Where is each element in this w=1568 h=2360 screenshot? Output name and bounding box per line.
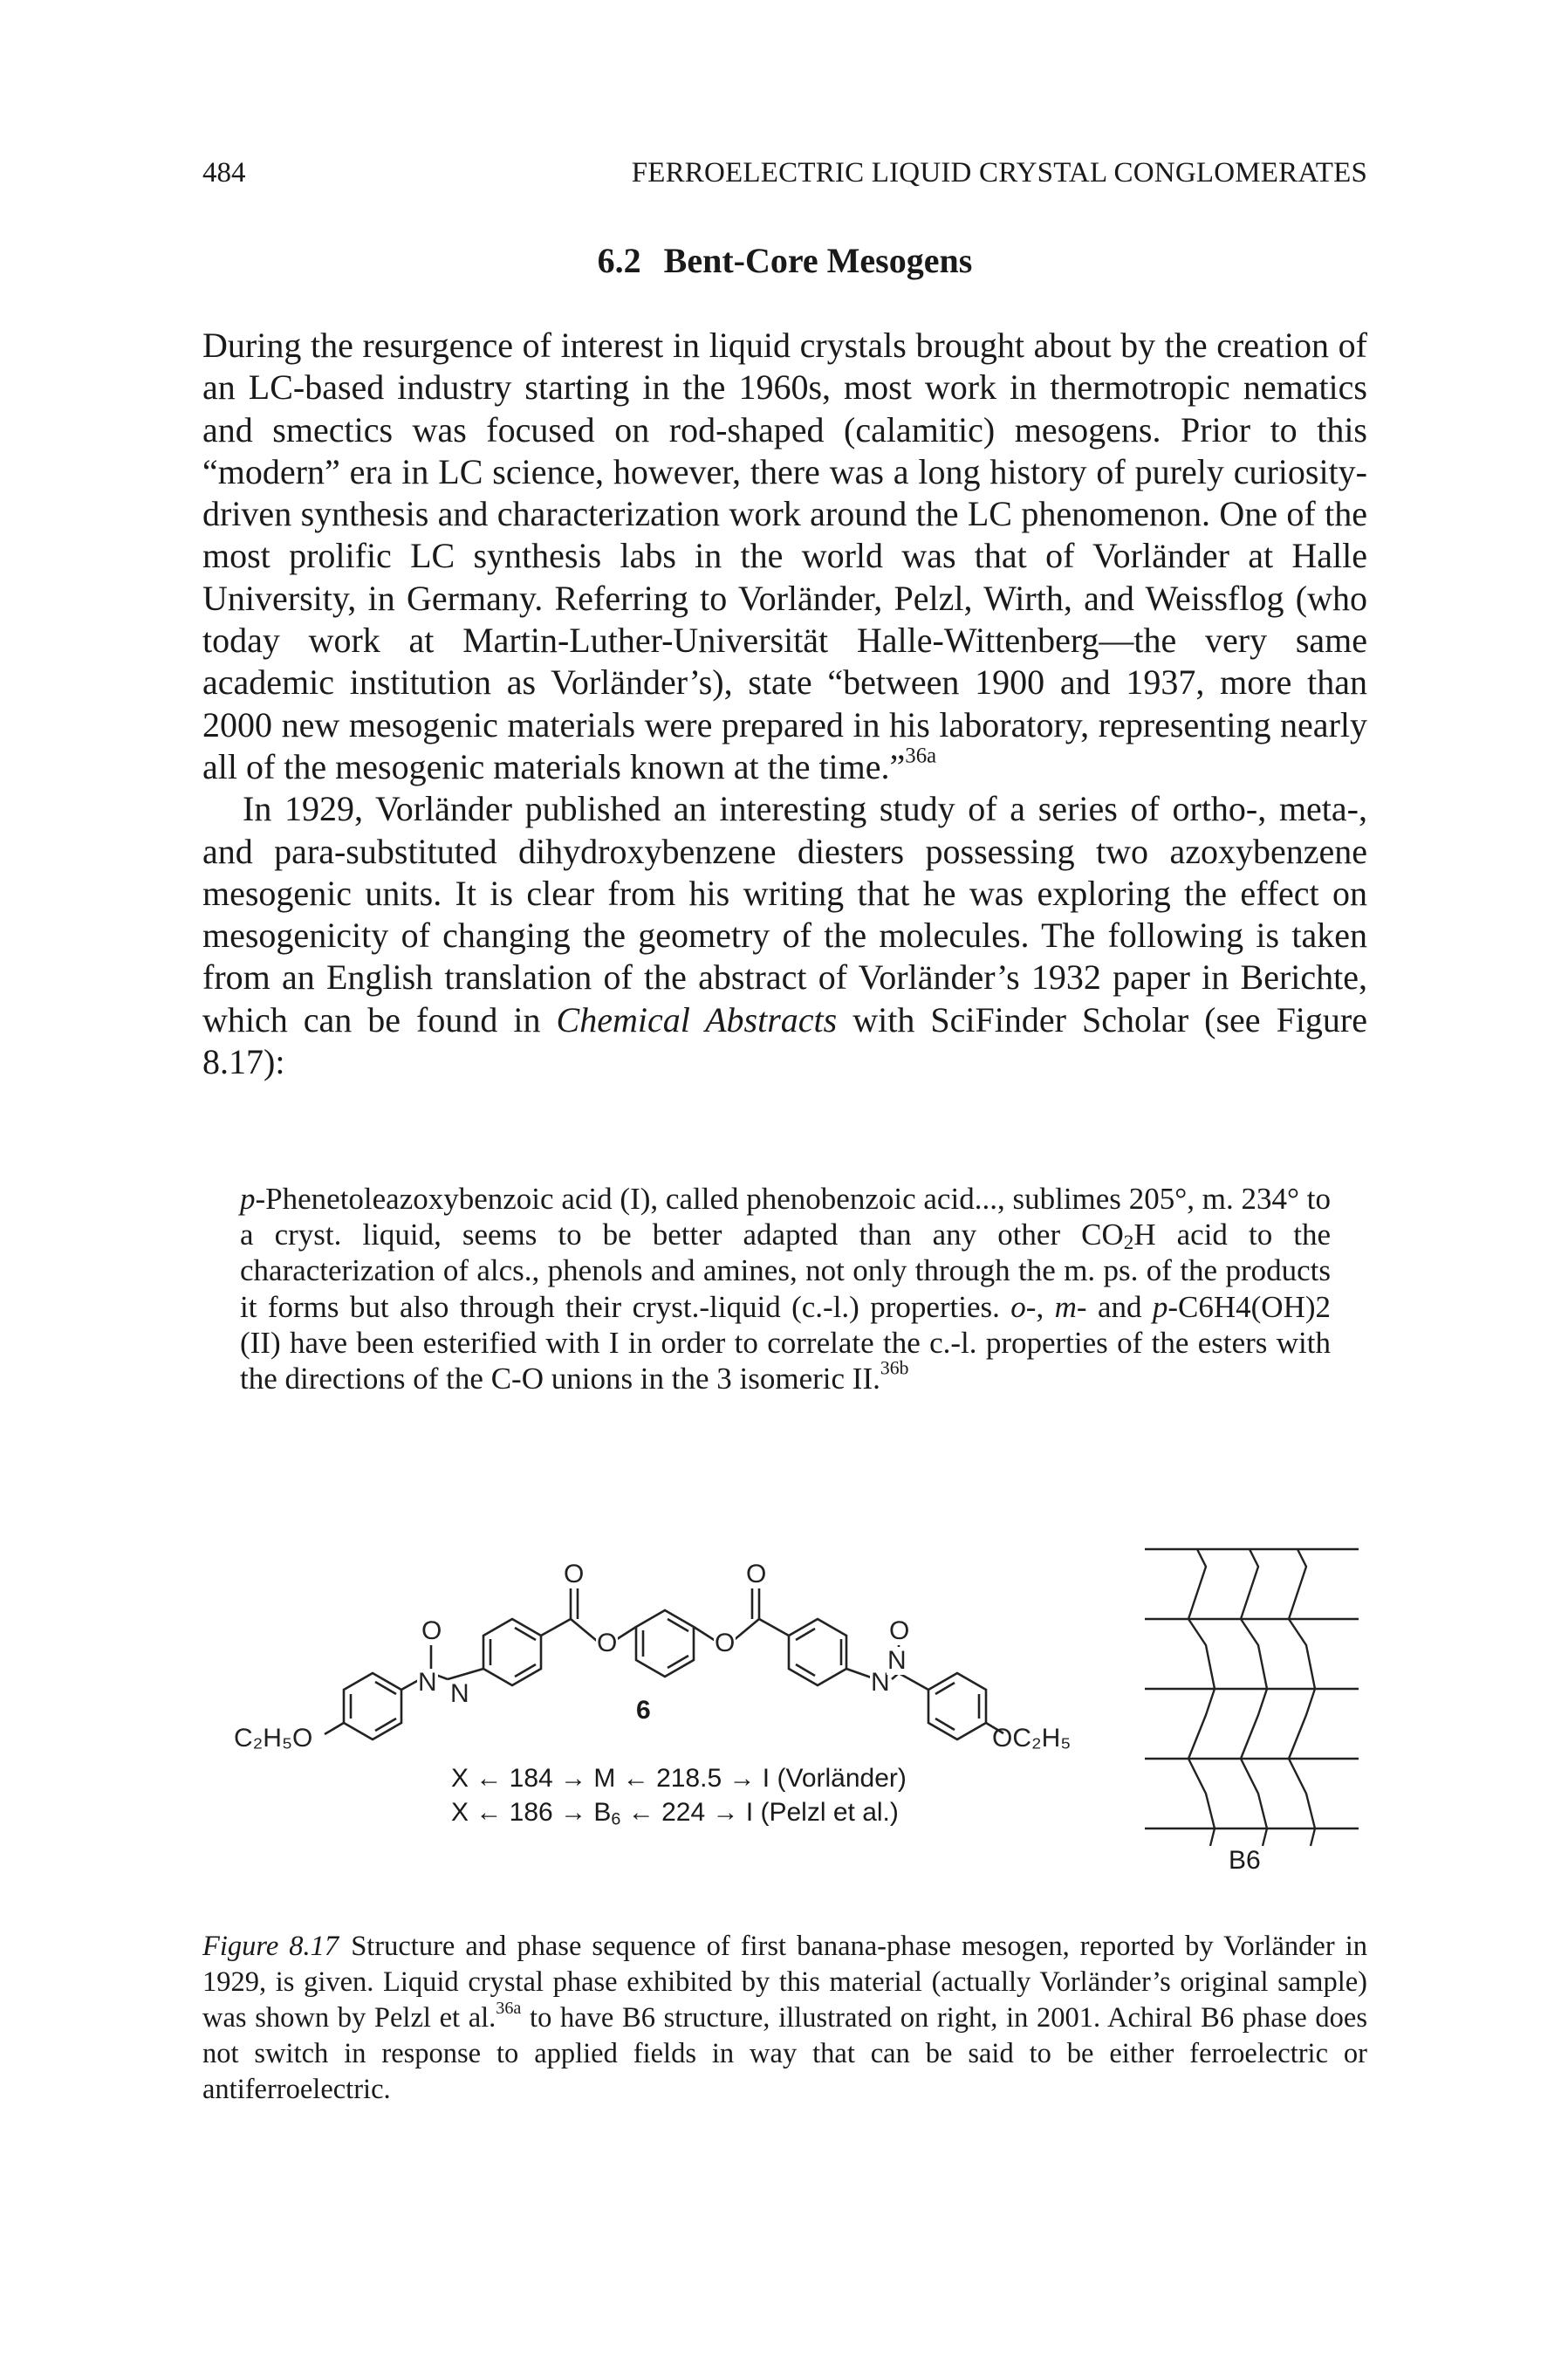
paragraph-2-text-a: In 1929, Vorländer published an interest… — [202, 789, 1367, 1039]
reference-superscript: 36a — [905, 744, 937, 768]
figure-8-17: O N N O O O O N N O C₂H₅O OC₂H₅ 6 X ← 18… — [202, 1506, 1367, 1907]
block-quote: p-Phenetoleazoxybenzoic acid (I), called… — [240, 1181, 1331, 1396]
section-number: 6.2 — [597, 241, 641, 280]
b6-label: B6 — [1229, 1846, 1261, 1875]
phase-pelzl-start: X ← 186 → B — [451, 1798, 612, 1827]
left-ester-oxygen: O — [596, 1629, 619, 1657]
phase-b6-subscript: 6 — [611, 1809, 621, 1829]
paragraph-2: In 1929, Vorländer published an interest… — [202, 788, 1367, 1083]
right-azo-nitrogen-2: N — [887, 1646, 907, 1675]
left-azo-nitrogen-1: N — [417, 1668, 438, 1697]
running-title: FERROELECTRIC LIQUID CRYSTAL CONGLOMERAT… — [631, 157, 1367, 189]
right-ethoxy-group: OC₂H₅ — [992, 1724, 1072, 1753]
b6-structure-diagram — [1145, 1547, 1359, 1847]
quote-text-5: -C6H4(OH)2 (II) have been esterified wit… — [240, 1289, 1332, 1396]
phase-sequence-vorlaender: X ← 184 → M ← 218.5 → I (Vorländer) — [451, 1764, 907, 1793]
para-prefix: p — [240, 1182, 256, 1216]
quote-reference: 36b — [880, 1357, 909, 1379]
caption-reference: 36a — [496, 1998, 522, 2018]
section-heading: 6.2 Bent-Core Mesogens — [202, 240, 1367, 282]
left-carbonyl-oxygen: O — [563, 1560, 585, 1588]
section-title: Bent-Core Mesogens — [663, 241, 973, 280]
right-azo-nitrogen-1: N — [870, 1668, 891, 1697]
caption-label: Figure 8.17 — [202, 1931, 339, 1962]
co2h-subscript: 2 — [1123, 1231, 1134, 1254]
caption-text-b: to have B6 structure, illustrated on rig… — [202, 2002, 1367, 2105]
paragraph-1-text: During the resurgence of interest in liq… — [202, 326, 1367, 786]
left-azo-nitrogen-2: N — [449, 1679, 470, 1708]
meta-prefix: m — [1054, 1289, 1077, 1324]
paragraph-2-text-b: with SciFinder Scholar (see Figure 8.17)… — [202, 999, 1367, 1082]
right-oxide-oxygen: O — [888, 1616, 911, 1645]
para-prefix-2: p — [1152, 1289, 1168, 1324]
paragraph-1: During the resurgence of interest in liq… — [202, 325, 1367, 788]
quote-text-4: - and — [1076, 1289, 1153, 1324]
left-oxide-oxygen: O — [421, 1616, 443, 1645]
quote-text-2: H acid to the characterization of alcs.,… — [240, 1218, 1331, 1324]
caption-text-a: Structure and phase sequence of first ba… — [202, 1931, 1367, 2034]
quote-text-1: -Phenetoleazoxybenzoic acid (I), called … — [240, 1182, 1331, 1252]
phase-sequence-pelzl: X ← 186 → B6 ← 224 → I (Pelzl et al.) — [451, 1795, 905, 1829]
right-carbonyl-oxygen: O — [745, 1560, 768, 1588]
phase-sequences: X ← 184 → M ← 218.5 → I (Vorländer) X ← … — [451, 1761, 907, 1829]
quote-text-3: -, — [1025, 1289, 1055, 1324]
molecule-structure — [324, 1587, 1004, 1741]
body-text: During the resurgence of interest in liq… — [202, 325, 1367, 1083]
journal-title: Chemical Abstracts — [556, 999, 838, 1039]
page-number: 484 — [202, 157, 246, 189]
right-ester-oxygen: O — [714, 1629, 736, 1657]
compound-number: 6 — [636, 1696, 651, 1725]
left-ethoxy-group: C₂H₅O — [234, 1724, 313, 1753]
ortho-prefix: o — [1010, 1289, 1026, 1324]
phase-pelzl-end: ← 224 → I (Pelzl et al.) — [620, 1798, 899, 1827]
